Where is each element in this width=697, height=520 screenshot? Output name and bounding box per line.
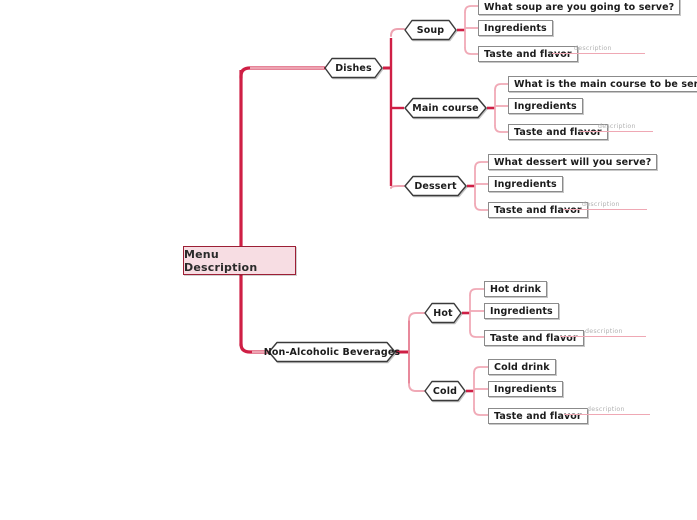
leaf-node-label: Ingredients	[494, 383, 557, 395]
leaf-node[interactable]: What is the main course to be served?	[508, 76, 697, 92]
branch-node-label: Cold	[432, 385, 458, 397]
leaf-node-label: Taste and flavor	[514, 126, 602, 138]
description-label: description	[574, 45, 612, 52]
leaf-node[interactable]: What soup are you going to serve?	[478, 0, 681, 15]
branch-node-label: Dessert	[414, 180, 457, 192]
leaf-node[interactable]: Taste and flavor	[488, 408, 588, 424]
leaf-node[interactable]: Taste and flavor	[484, 330, 584, 346]
branch-node-label: Hot	[433, 307, 453, 319]
leaf-node-label: Taste and flavor	[484, 48, 572, 60]
leaf-node[interactable]: Ingredients	[508, 98, 583, 114]
leaf-node[interactable]: Ingredients	[488, 176, 563, 192]
leaf-node-label: Ingredients	[490, 305, 553, 317]
branch-node-main-course[interactable]: Main course	[404, 97, 488, 120]
leaf-node-label: Cold drink	[494, 361, 550, 373]
description-line	[564, 413, 650, 415]
leaf-node-label: Hot drink	[490, 283, 542, 295]
leaf-node-label: What is the main course to be served?	[514, 78, 697, 90]
description-line	[563, 208, 647, 210]
leaf-node[interactable]: Taste and flavor	[508, 124, 608, 140]
description-tail: description	[580, 118, 653, 132]
branch-node-label: Dishes	[335, 62, 372, 74]
leaf-node-label: Taste and flavor	[490, 332, 578, 344]
root-node-label: Menu Description	[184, 247, 258, 274]
leaf-node-label: Ingredients	[494, 178, 557, 190]
branch-node-label: Non-Alcoholic Beverages	[263, 346, 401, 358]
leaf-node-label: Ingredients	[514, 100, 577, 112]
description-tail: description	[560, 323, 646, 337]
description-tail: description	[564, 401, 650, 415]
description-tail: description	[563, 196, 647, 210]
branch-node-label: Main course	[412, 102, 479, 114]
branch-node-non-alcoholic-beverages[interactable]: Non-Alcoholic Beverages	[264, 341, 400, 364]
branch-node-dessert[interactable]: Dessert	[404, 175, 468, 198]
description-label: description	[582, 201, 620, 208]
leaf-node[interactable]: Ingredients	[484, 303, 559, 319]
leaf-node-label: What dessert will you serve?	[494, 156, 652, 168]
description-label: description	[598, 123, 636, 130]
branch-node-dishes[interactable]: Dishes	[324, 57, 384, 80]
description-line	[580, 130, 653, 132]
leaf-node[interactable]: What dessert will you serve?	[488, 154, 658, 170]
description-line	[560, 335, 646, 337]
description-line	[552, 52, 645, 54]
leaf-node[interactable]: Ingredients	[488, 381, 563, 397]
branch-node-label: Soup	[416, 24, 445, 36]
branch-node-hot[interactable]: Hot	[424, 302, 463, 325]
description-label: description	[587, 406, 625, 413]
leaf-node-label: Taste and flavor	[494, 410, 582, 422]
root-node-menu-description[interactable]: Menu Description	[183, 246, 296, 275]
leaf-node[interactable]: Taste and flavor	[488, 202, 588, 218]
description-tail: description	[552, 40, 645, 54]
leaf-node[interactable]: Taste and flavor	[478, 46, 578, 62]
description-label: description	[585, 328, 623, 335]
branch-node-cold[interactable]: Cold	[424, 380, 467, 403]
leaf-node[interactable]: Ingredients	[478, 20, 553, 36]
leaf-node-label: Taste and flavor	[494, 204, 582, 216]
leaf-node[interactable]: Cold drink	[488, 359, 556, 375]
leaf-node-label: Ingredients	[484, 22, 547, 34]
leaf-node-label: What soup are you going to serve?	[484, 1, 675, 13]
branch-node-soup[interactable]: Soup	[404, 19, 458, 42]
leaf-node[interactable]: Hot drink	[484, 281, 548, 297]
